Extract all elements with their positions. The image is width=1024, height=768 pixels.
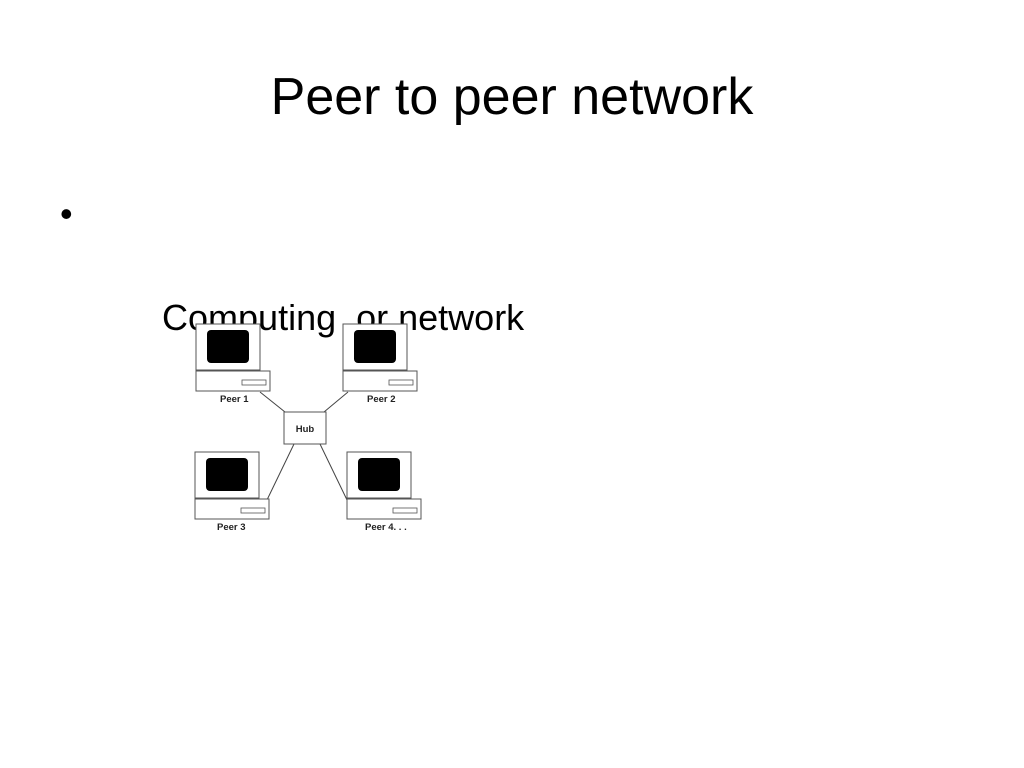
link-peer-1-hub [259,391,286,413]
monitor-icon [207,330,249,363]
peer-1-label: Peer 1 [220,394,249,405]
peer-2-computer: Peer 2 [342,323,418,405]
monitor-icon [206,458,248,491]
peer-4-label: Peer 4. . . [365,522,407,533]
slide-title: Peer to peer network [270,68,754,126]
monitor-icon [354,330,396,363]
bullet-item: • Computing or network [60,188,524,396]
bullet-marker: • [60,193,73,234]
monitor-icon [358,458,400,491]
link-peer-2-hub [323,391,349,413]
desktop-case-icon [194,498,270,520]
peer-2-label: Peer 2 [367,394,396,405]
link-peer-3-hub [265,443,295,503]
peer-3-computer: Peer 3 [194,451,270,533]
network-diagram: Hub Peer 1 Peer 2 [180,314,440,540]
desktop-case-icon [342,370,418,392]
link-peer-4-hub [319,443,349,503]
bullet-text: Computing or network [162,297,525,338]
network-diagram-svg: Hub Peer 1 Peer 2 [194,323,422,533]
peer-1-computer: Peer 1 [195,323,271,405]
hub-node: Hub [283,411,327,445]
bullet-list: • Computing or network [60,188,524,396]
hub-label: Hub [296,424,315,435]
desktop-case-icon [195,370,271,392]
desktop-case-icon [346,498,422,520]
peer-3-label: Peer 3 [217,522,246,533]
peer-4-computer: Peer 4. . . [346,451,422,533]
